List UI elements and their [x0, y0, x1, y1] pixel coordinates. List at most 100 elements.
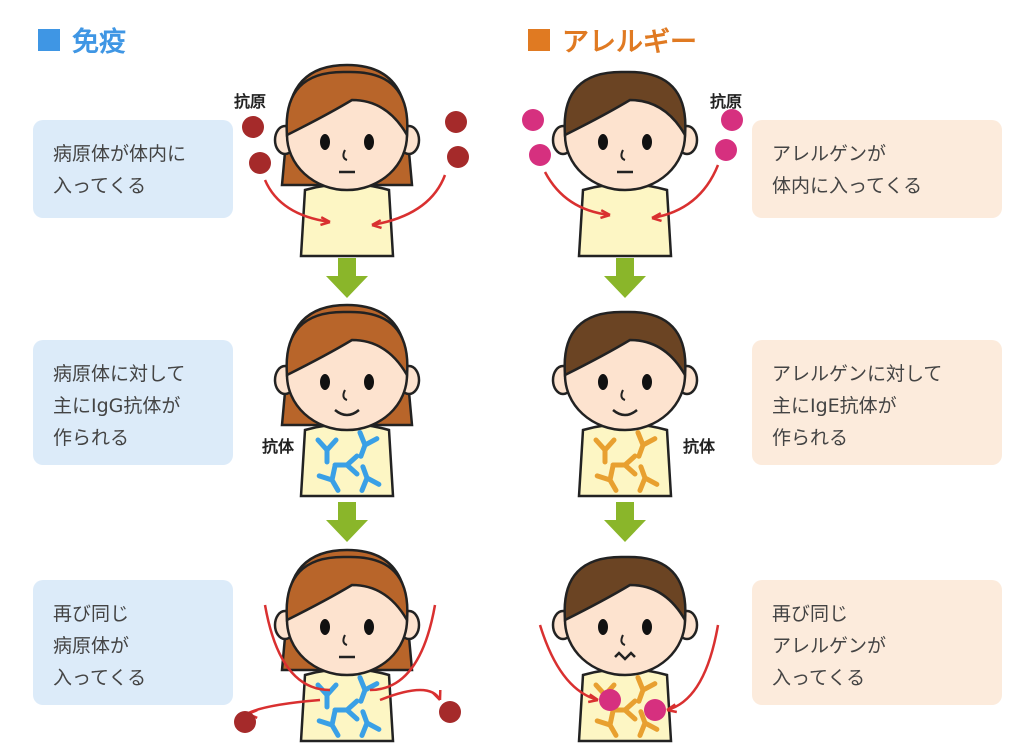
antibody-icon	[593, 437, 617, 465]
allergy-step-1: アレルゲンが 体内に入ってくる	[752, 120, 1002, 218]
allergy-heading: アレルギー	[528, 20, 697, 59]
nose	[620, 634, 626, 646]
antibody-shape	[593, 437, 617, 465]
immunity-step-3: 再び同じ 病原体が 入ってくる	[33, 580, 233, 705]
square-bullet-icon	[38, 28, 60, 51]
nose	[620, 389, 626, 401]
allergy-step-2: アレルゲンに対して 主にIgE抗体が 作られる	[752, 340, 1002, 465]
antibody-icon	[637, 709, 660, 738]
immunity-step-2: 病原体に対して 主にIgG抗体が 作られる	[33, 340, 233, 465]
allergy-title: アレルギー	[562, 27, 697, 58]
antibody-icon	[357, 675, 380, 704]
antigen-dot-icon	[234, 711, 256, 733]
green-down-arrow-icon	[326, 258, 368, 298]
arrowhead	[600, 209, 611, 220]
arrowhead	[371, 219, 382, 230]
antibody-icon	[316, 464, 341, 493]
antibody-shape	[359, 709, 382, 738]
hair	[563, 555, 687, 625]
person-left-1	[273, 63, 421, 258]
antibody-icon	[332, 453, 360, 477]
arrowhead	[666, 703, 678, 714]
person-right-2	[551, 310, 699, 498]
antibody-icon	[332, 698, 360, 722]
antibody-icon	[316, 709, 341, 738]
antigen-dot-icon	[599, 689, 621, 711]
mouth	[612, 409, 638, 417]
green-down-arrow-icon	[326, 502, 368, 542]
hair	[563, 70, 687, 140]
eye	[642, 134, 652, 150]
antibody-label-left: 抗体	[262, 437, 295, 456]
red-arrow-icon	[371, 174, 447, 227]
red-arrow-icon	[666, 624, 720, 712]
arrowhead	[651, 212, 662, 223]
antigen-label-left: 抗原	[234, 92, 267, 111]
hair	[563, 310, 687, 380]
antibody-shape	[610, 698, 638, 722]
antibody-shape	[635, 675, 658, 704]
person-left-3	[273, 548, 421, 743]
arrowhead	[432, 689, 442, 701]
eye	[320, 619, 330, 635]
antibody-shape	[359, 464, 382, 493]
eye	[598, 619, 608, 635]
arrowhead	[320, 216, 331, 227]
hair	[285, 310, 409, 380]
red-arrow-icon	[538, 624, 599, 702]
antibody-shape	[594, 709, 619, 738]
antigen-dot-icon	[721, 109, 743, 131]
eye	[364, 134, 374, 150]
red-arrow-icon	[263, 179, 331, 224]
mouth	[614, 651, 636, 661]
square-bullet-icon	[528, 28, 550, 51]
eye	[364, 374, 374, 390]
antigen-dot-icon	[529, 144, 551, 166]
antibody-icon	[635, 430, 658, 459]
antibody-icon	[610, 453, 638, 477]
antibody-shape	[637, 709, 660, 738]
eye	[320, 134, 330, 150]
nose	[342, 149, 348, 161]
antigen-dot-icon	[715, 139, 737, 161]
antibody-icon	[594, 709, 619, 738]
antibody-icon	[635, 675, 658, 704]
antibody-shape	[637, 464, 660, 493]
antibody-icon	[357, 430, 380, 459]
red-arrow-icon	[369, 604, 437, 692]
eye	[364, 619, 374, 635]
person-right-1	[551, 70, 699, 258]
antibody-shape	[332, 698, 360, 722]
eye	[642, 619, 652, 635]
antigen-dot-icon	[644, 699, 666, 721]
nose	[342, 634, 348, 646]
antibody-shape	[357, 430, 380, 459]
nose	[620, 149, 626, 161]
antigen-dot-icon	[439, 701, 461, 723]
green-down-arrow-icon	[604, 258, 646, 298]
eye	[320, 374, 330, 390]
antigen-dot-icon	[249, 152, 271, 174]
antigen-label-right: 抗原	[710, 92, 743, 111]
hair	[285, 70, 409, 140]
antibody-shape	[316, 709, 341, 738]
allergy-step-3: 再び同じ アレルゲンが 入ってくる	[752, 580, 1002, 705]
antibody-icon	[315, 437, 339, 465]
antibody-label-right: 抗体	[683, 437, 716, 456]
green-down-arrow-icon	[604, 502, 646, 542]
antibody-icon	[359, 464, 382, 493]
red-arrow-icon	[543, 171, 611, 217]
antigen-dot-icon	[447, 146, 469, 168]
antibody-shape	[357, 675, 380, 704]
immunity-title: 免疫	[72, 27, 126, 58]
antibody-shape	[594, 464, 619, 493]
antibody-icon	[637, 464, 660, 493]
antibody-icon	[610, 698, 638, 722]
antibody-shape	[315, 437, 339, 465]
mouth	[334, 409, 360, 417]
antibody-icon	[594, 464, 619, 493]
eye	[642, 374, 652, 390]
hair	[285, 555, 409, 625]
antibody-shape	[610, 453, 638, 477]
